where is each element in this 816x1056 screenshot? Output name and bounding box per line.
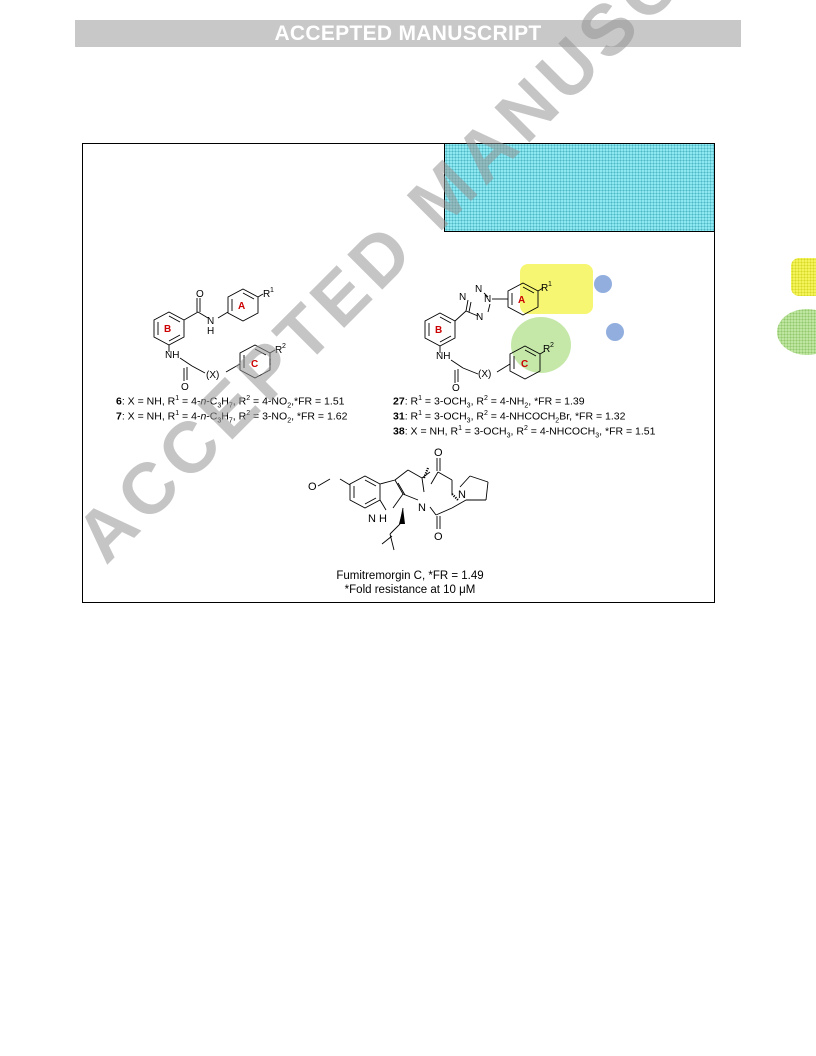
fumi-n1-label: N	[418, 502, 426, 514]
caption-compound-38: 38: X = NH, R1 = 3-OCH3, R2 = 4-NHCOCH3,…	[393, 425, 656, 440]
right-nh-label: NH	[436, 351, 450, 362]
banner-title: ACCEPTED MANUSCRIPT	[274, 21, 542, 45]
right-r1-superscript: 1	[548, 281, 552, 288]
left-urea-oxygen-label: O	[181, 382, 189, 393]
fumi-caption-line2: *Fold resistance at 10 μM	[344, 584, 476, 596]
right-r1-label: R	[541, 283, 548, 294]
fumi-n2-label: N	[458, 489, 466, 501]
left-r2-label: R	[275, 345, 282, 356]
green-highlight-ring-c	[511, 317, 571, 373]
fumi-top-oxygen-label: O	[434, 447, 443, 459]
left-amide-h-label: H	[207, 326, 214, 337]
right-urea-oxygen-label: O	[452, 383, 460, 394]
right-r2-label: R	[543, 344, 550, 355]
wedge-bond-isoprenyl	[399, 508, 405, 524]
accepted-manuscript-banner: ACCEPTED MANUSCRIPT	[75, 20, 741, 47]
tetrazole-n1-label: N	[459, 292, 466, 303]
left-structure: O N H B A R 1 NH O (X) C R 2	[153, 287, 286, 393]
right-ring-a-label: A	[518, 295, 525, 306]
graphical-abstract-frame	[82, 143, 715, 603]
left-r1-superscript: 1	[270, 287, 274, 294]
green-side-blob	[777, 309, 816, 355]
fumi-caption-line1: Fumitremorgin C, *FR = 1.49	[336, 570, 484, 582]
right-ring-c-label: C	[521, 359, 528, 370]
left-carbonyl-oxygen-label: O	[196, 289, 204, 300]
cyan-highlight-box	[444, 143, 715, 232]
left-ring-a-label: A	[238, 301, 245, 312]
fumi-indole-n-label: N	[368, 513, 376, 525]
right-structure: N N N N B A R 1 NH O (X) C R 2	[424, 264, 624, 394]
caption-compound-7: 7: X = NH, R1 = 4-n-C3H7, R2 = 3-NO2, *F…	[116, 410, 348, 425]
tetrazole-n3-label: N	[484, 294, 491, 305]
caption-compound-31: 31: R1 = 3-OCH3, R2 = 4-NHCOCH2Br, *FR =…	[393, 410, 626, 425]
fumitremorgin-c-structure: O N H N N O O	[308, 447, 489, 551]
right-r2-superscript: 2	[550, 342, 554, 349]
left-r1-label: R	[263, 289, 270, 300]
left-r2-superscript: 2	[282, 343, 286, 350]
left-x-linker-label: (X)	[206, 370, 219, 381]
blue-dot-upper	[594, 275, 612, 293]
left-ring-b-label: B	[164, 324, 171, 335]
right-x-linker-label: (X)	[478, 369, 491, 380]
fumitremorgin-caption: Fumitremorgin C, *FR = 1.49 *Fold resist…	[280, 569, 540, 597]
caption-compound-6: 6: X = NH, R1 = 4-n-C3H7, R2 = 4-NO2,*FR…	[116, 395, 345, 410]
fumi-bottom-oxygen-label: O	[434, 531, 443, 543]
caption-compound-27: 27: R1 = 3-OCH3, R2 = 4-NH2, *FR = 1.39	[393, 395, 585, 410]
blue-dot-lower	[606, 323, 624, 341]
tetrazole-n2-label: N	[475, 284, 482, 295]
hash-bond-2	[422, 467, 430, 479]
fumi-methoxy-oxygen-label: O	[308, 481, 317, 493]
left-amide-n-label: N	[207, 316, 214, 327]
right-ring-b-label: B	[435, 325, 442, 336]
yellow-side-blob	[791, 258, 816, 296]
fumi-indole-h-label: H	[379, 513, 387, 525]
tetrazole-n4-label: N	[476, 312, 483, 323]
left-nh-label: NH	[165, 350, 179, 361]
left-ring-c-label: C	[251, 359, 258, 370]
yellow-highlight-ring-a	[520, 264, 593, 314]
